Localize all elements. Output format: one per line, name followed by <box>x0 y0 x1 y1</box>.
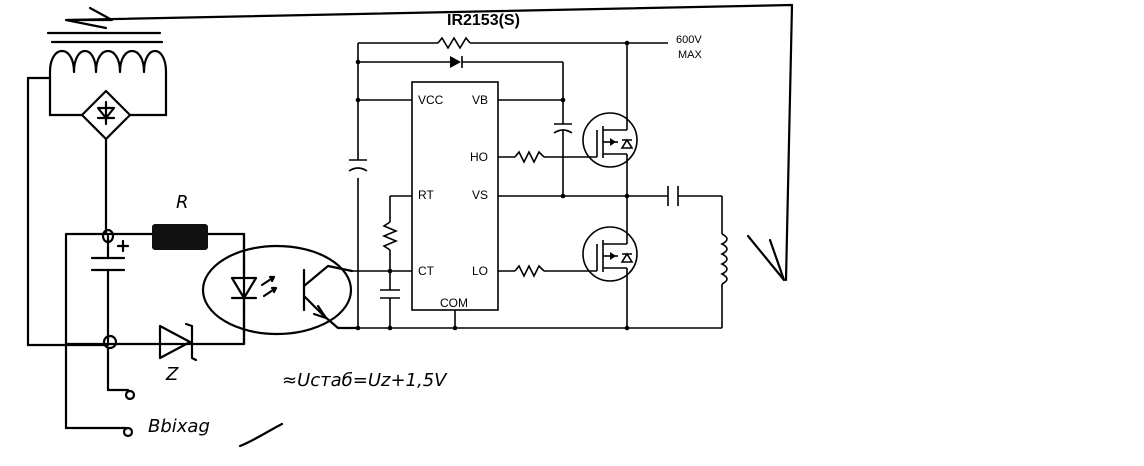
output-label: Bbixag <box>148 416 210 437</box>
pin-com-label: COM <box>440 296 468 310</box>
output-leads <box>64 342 284 448</box>
ic-ir2153: VCC VB HO RT VS CT LO COM <box>411 81 499 311</box>
supply-max-label: MAX <box>678 49 703 61</box>
pin-lo-label: LO <box>472 264 488 278</box>
diagram-title: IR2153(S) <box>447 12 520 29</box>
pin-rt-label: RT <box>418 188 434 202</box>
series-resistor <box>152 224 208 250</box>
formula-annotation: ≈Uстаб=Uz+1,5V <box>282 370 448 391</box>
bootstrap-capacitor <box>553 129 573 134</box>
feedback-wire <box>66 3 794 282</box>
pin-vb-label: VB <box>472 93 488 107</box>
vcc-capacitor <box>348 167 368 172</box>
low-side-mosfet <box>498 196 638 328</box>
pin-ct-label: CT <box>418 264 435 278</box>
high-side-mosfet <box>498 110 638 196</box>
supply-voltage-label: 600V <box>676 34 702 46</box>
timing-resistor <box>381 221 399 251</box>
zener-diode <box>158 324 192 360</box>
resistor-label: R <box>176 192 189 213</box>
pin-ho-label: HO <box>470 150 488 164</box>
lo-gate-resistor <box>514 264 545 278</box>
bootstrap-diode <box>450 56 461 68</box>
half-bridge-output <box>498 186 728 328</box>
transformer-winding <box>48 50 168 74</box>
pin-vs-label: VS <box>472 188 488 202</box>
ground-rail <box>355 310 722 331</box>
ho-gate-resistor <box>514 150 545 164</box>
zener-label: Z <box>165 364 179 385</box>
pin-vcc-label: VCC <box>418 93 444 107</box>
timing-network <box>352 195 412 328</box>
output-inductor <box>720 233 728 285</box>
top-rail <box>348 36 668 328</box>
regulator-box: R Z <box>64 192 246 385</box>
transformer-rectifier <box>26 6 168 347</box>
optocoupler <box>201 244 360 336</box>
top-resistor <box>437 36 471 50</box>
